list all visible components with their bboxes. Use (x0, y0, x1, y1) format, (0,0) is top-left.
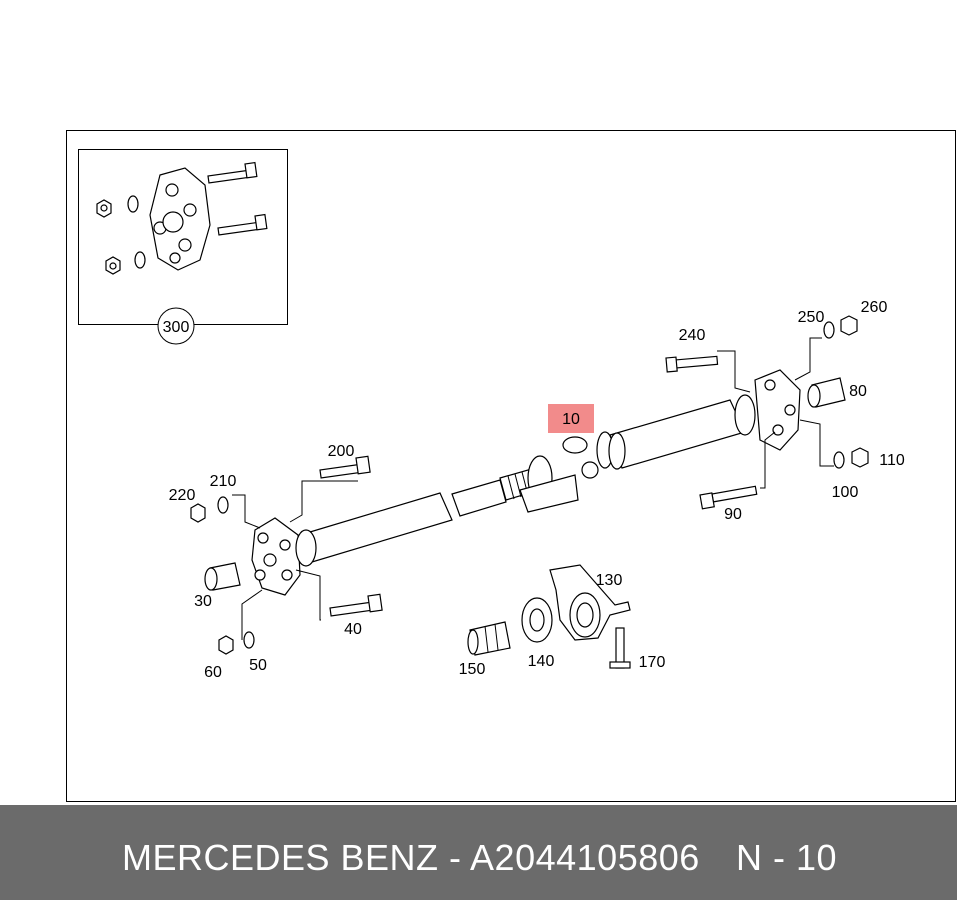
callout-260: 260 (861, 299, 888, 316)
callout-50: 50 (249, 657, 267, 674)
footer-bar: MERCEDES BENZ - A2044105806 N - 10 (0, 805, 957, 900)
center-bearing (519, 474, 579, 513)
leader-lines (232, 337, 834, 640)
callout-220: 220 (169, 487, 196, 504)
callout-110: 110 (879, 452, 905, 469)
callout-210: 210 (210, 473, 237, 490)
footer-part-number: MERCEDES BENZ - A2044105806 (122, 837, 700, 878)
callout-60: 60 (204, 664, 222, 681)
footer-diagram-code: N - 10 (736, 837, 838, 878)
callout-80: 80 (849, 383, 867, 400)
callout-10: 10 (562, 411, 580, 428)
callout-130: 130 (596, 572, 623, 589)
callout-250: 250 (798, 309, 825, 326)
inset-bolt-bottom (217, 213, 268, 236)
inset-washer-1 (127, 195, 139, 213)
callout-100: 100 (832, 484, 859, 501)
parts-drawing: 300 (96, 161, 905, 681)
inset-label: 300 (163, 319, 190, 336)
inset-label-circle: 300 (157, 307, 195, 345)
callout-140: 140 (528, 653, 555, 670)
callout-30: 30 (194, 593, 212, 610)
callout-200: 200 (328, 443, 355, 460)
loose-parts (190, 315, 869, 669)
callout-170: 170 (639, 654, 666, 671)
callout-90: 90 (724, 506, 742, 523)
callout-240: 240 (679, 327, 706, 344)
callout-40: 40 (344, 621, 362, 638)
diagram-frame (66, 130, 956, 802)
inset-flex-disc (96, 161, 268, 275)
inset-washer-2 (134, 251, 146, 269)
inset-bolt-top (207, 161, 258, 184)
highlight-marker (548, 404, 594, 433)
propeller-shaft (251, 369, 801, 596)
callout-150: 150 (459, 661, 486, 678)
